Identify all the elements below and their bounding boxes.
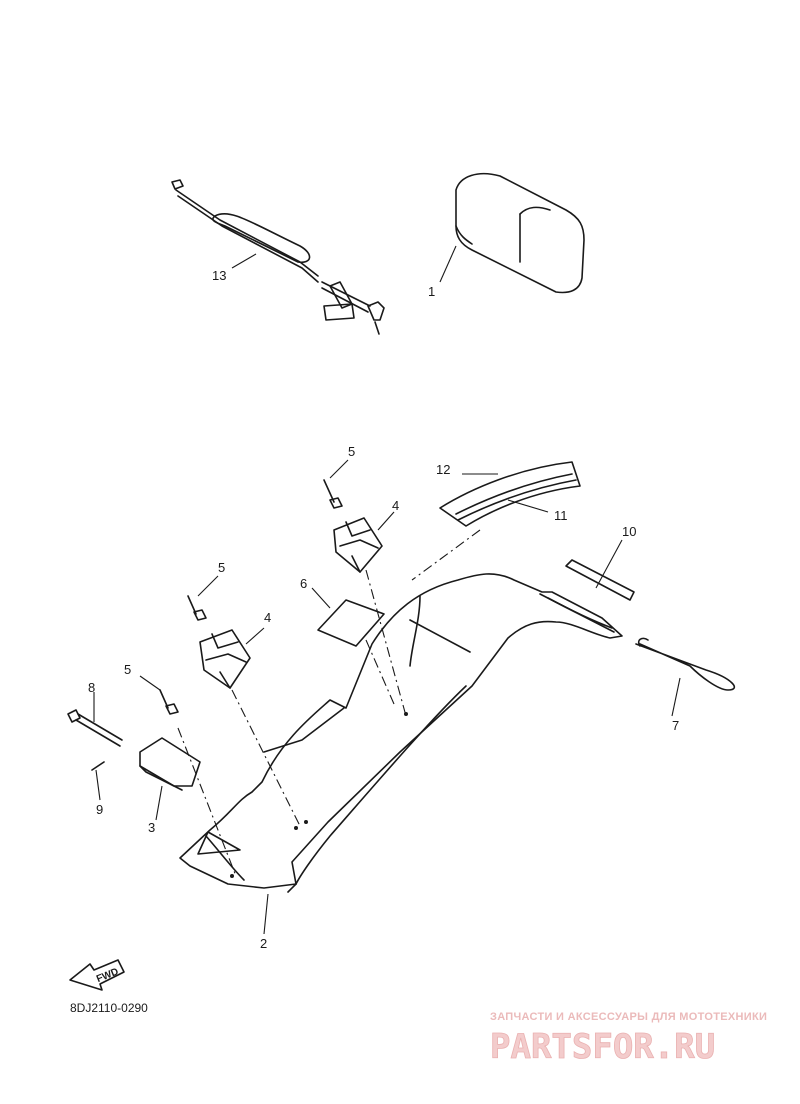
callouts: 13 1 12 11 10 7 6 4 4 5 5 5 8 10 9 3 2 9 [88,268,679,951]
callout-5-middle: 5 [218,560,225,575]
part-10-rod [565,559,635,601]
part-4-clip-upper [333,517,383,573]
watermark-logo: PARTSFOR.RU [490,1027,715,1067]
part-1-box [455,172,585,294]
assembly-lines [177,529,481,877]
callout-4-upper: 4 [392,498,399,513]
part-2-main-cover [179,573,623,893]
part-3-bracket [139,737,201,791]
part-6-pad [317,599,385,647]
callout-1: 1 [428,284,435,299]
part-8-bolt [67,709,123,747]
part-5-screw-a [323,479,343,509]
callout-10: 10 [622,524,636,539]
callout-13: 13 [212,268,226,283]
leader-lines [93,245,681,935]
part-4-clip-lower [199,629,251,689]
callout-5-lower: 5 [124,662,131,677]
part-7-wire [635,637,735,691]
callout-5-upper: 5 [348,444,355,459]
part-9-pin [91,761,105,771]
hole-marks [230,712,408,878]
drawing-code: 8DJ2110-0290 [70,1001,148,1015]
callout-8: 8 [88,680,95,695]
callout-3: 3 [148,820,155,835]
callout-11: 11 [554,508,568,523]
part-13-cable [171,179,385,335]
callout-7: 7 [672,718,679,733]
part-5-screw-b [187,595,207,621]
watermark-tagline: ЗАПЧАСТИ И АКСЕССУАРЫ ДЛЯ МОТОТЕХНИКИ [490,1011,767,1023]
callout-9-number: 9 [96,802,103,817]
part-5-screw-c [159,689,179,715]
callout-6: 6 [300,576,307,591]
watermark: ЗАПЧАСТИ И АКСЕССУАРЫ ДЛЯ МОТОТЕХНИКИ PA… [490,1011,767,1067]
callout-2: 2 [260,936,267,951]
part-12-strip [439,461,581,527]
callout-12: 12 [436,462,450,477]
fwd-arrow: FWD [69,959,125,991]
fwd-label: FWD [95,966,120,985]
callout-4-lower: 4 [264,610,271,625]
